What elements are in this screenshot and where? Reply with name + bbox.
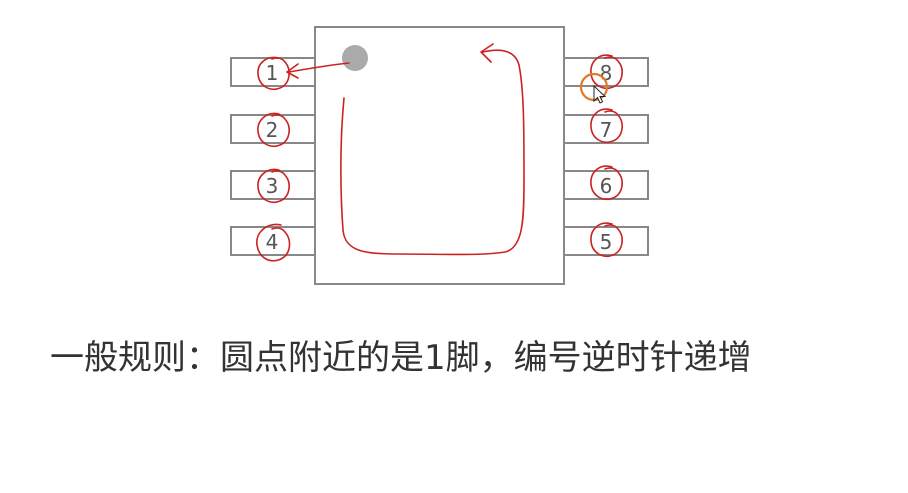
- pin-label-6: 6: [600, 174, 613, 198]
- right-pins: [563, 57, 649, 256]
- pin-label-4: 4: [266, 230, 279, 254]
- annotation-circle-7: [590, 108, 623, 143]
- pin-5: [563, 226, 649, 256]
- rule-caption: 一般规则：圆点附近的是1脚，编号逆时针递增: [50, 338, 752, 378]
- annotation-ccw-loop: [340, 49, 525, 256]
- pin-label-2: 2: [266, 118, 279, 142]
- pin-label-1: 1: [266, 61, 279, 85]
- annotation-arrowhead-loop: [480, 43, 494, 63]
- left-pins: [230, 57, 316, 256]
- pin-1: [230, 57, 316, 87]
- annotation-circle-1: [257, 56, 290, 90]
- annotation-strokes: [256, 43, 623, 262]
- pin-label-5: 5: [600, 230, 613, 254]
- annotation-circle-2: [257, 112, 290, 147]
- pin1-indicator-dot: [342, 45, 368, 71]
- annotation-circle-8: [590, 54, 623, 89]
- cursor-pointer-icon: [593, 84, 607, 104]
- pin-4: [230, 226, 316, 256]
- annotation-circle-5: [590, 222, 623, 257]
- annotation-circle-4: [256, 223, 291, 262]
- annotation-arrow-to-pin1: [288, 62, 350, 73]
- pin-label-7: 7: [600, 118, 613, 142]
- pin-6: [563, 170, 649, 200]
- annotation-circle-6: [590, 165, 623, 200]
- annotation-arrowhead-pin1: [286, 63, 299, 79]
- annotation-circle-3: [257, 168, 290, 203]
- ic-diagram: 1 2 3 4 8 7 6 5: [230, 26, 649, 285]
- pin-3: [230, 170, 316, 200]
- pin-label-3: 3: [266, 174, 279, 198]
